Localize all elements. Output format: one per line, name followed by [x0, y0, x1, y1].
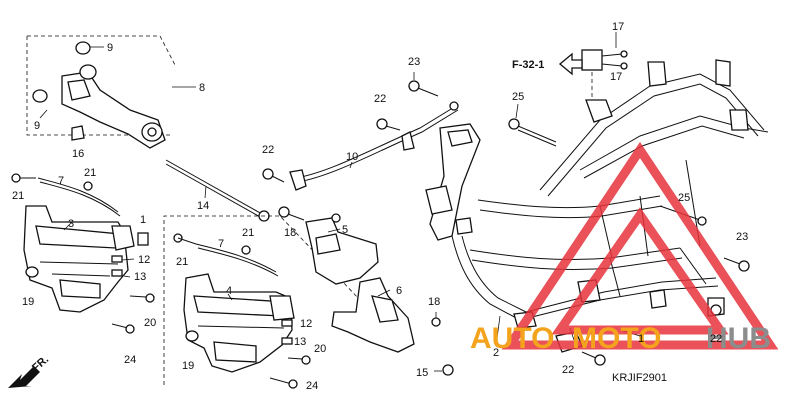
main-frame [425, 59, 769, 347]
callout-21: 21 [176, 256, 188, 268]
callout-19: 19 [22, 296, 34, 308]
watermark-logo: AUTO MOTO HUB [470, 141, 779, 355]
callout-23: 23 [408, 56, 420, 68]
callout-10: 10 [346, 151, 358, 163]
callout-12: 12 [300, 318, 312, 330]
bolt-18 [278, 206, 441, 327]
callout-24: 24 [306, 380, 318, 392]
callout-7: 7 [58, 175, 64, 187]
callout-24: 24 [124, 354, 136, 366]
callouts: 9 8 9 16 7 21 21 3 1 12 13 19 20 24 14 2… [12, 21, 748, 392]
callout-13: 13 [294, 336, 306, 348]
callout-9: 9 [107, 42, 113, 54]
callout-25: 25 [512, 91, 524, 103]
callout-20: 20 [314, 343, 326, 355]
callout-5: 5 [342, 224, 348, 236]
callout-4: 4 [226, 285, 232, 297]
callout-18: 18 [284, 227, 296, 239]
reference-arrow [558, 52, 583, 76]
callout-25: 25 [678, 192, 690, 204]
callout-21: 21 [242, 227, 254, 239]
bolts-top [262, 72, 439, 183]
callout-8: 8 [199, 82, 205, 94]
watermark-auto: AUTO [470, 322, 554, 355]
diagram-code: KRJIF2901 [612, 372, 667, 384]
cover-6 [331, 277, 415, 353]
callout-22: 22 [262, 144, 274, 156]
callout-21: 21 [84, 167, 96, 179]
callout-7: 7 [218, 238, 224, 250]
callout-3: 3 [68, 218, 74, 230]
callout-1: 1 [638, 333, 644, 345]
cover-5 [305, 213, 379, 285]
bar-10 [289, 101, 459, 191]
callout-23: 23 [736, 231, 748, 243]
front-direction-arrow [8, 366, 40, 388]
callout-14: 14 [197, 200, 209, 212]
bolt-15 [434, 364, 454, 376]
callout-16: 16 [72, 148, 84, 160]
bracket-assembly-8 [26, 35, 196, 149]
clip-17 [581, 32, 628, 100]
watermark-moto: MOTO [572, 322, 661, 355]
callout-6: 6 [396, 285, 402, 297]
callout-20: 20 [144, 317, 156, 329]
callout-15: 15 [416, 367, 428, 379]
callout-17: 17 [612, 21, 624, 33]
bracket-3 [11, 173, 155, 334]
callout-12: 12 [138, 254, 150, 266]
callout-18: 18 [428, 296, 440, 308]
callout-21: 21 [12, 190, 24, 202]
watermark-hub: HUB [706, 322, 771, 355]
bracket-4 [163, 215, 361, 389]
bolt-25 [508, 103, 707, 226]
callout-17: 17 [610, 71, 622, 83]
reference-label: F-32-1 [512, 59, 544, 71]
callout-22: 22 [710, 333, 722, 345]
callout-22: 22 [562, 364, 574, 376]
callout-9: 9 [34, 120, 40, 132]
callout-22: 22 [374, 93, 386, 105]
callout-2: 2 [493, 347, 499, 359]
callout-19: 19 [182, 360, 194, 372]
rod-14 [165, 159, 270, 222]
callout-13: 13 [134, 271, 146, 283]
callout-1: 1 [140, 214, 146, 226]
